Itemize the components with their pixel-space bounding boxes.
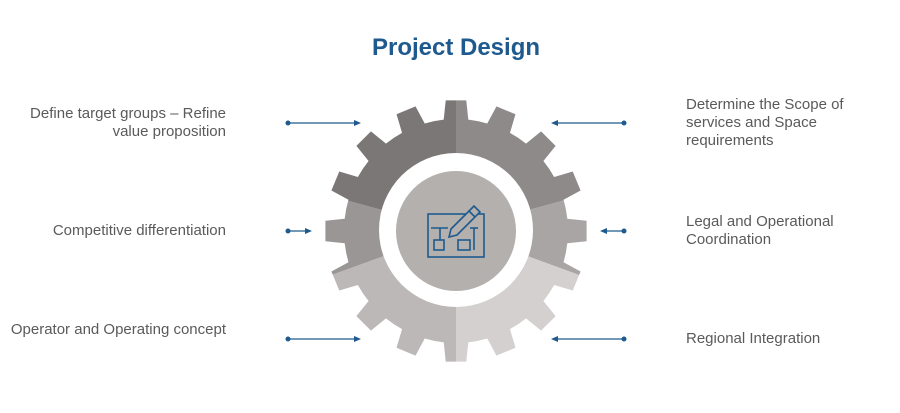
connector-left-2 <box>285 228 312 234</box>
left-item-1: Define target groups – Refine value prop… <box>30 105 226 140</box>
connector-right-2 <box>600 228 627 234</box>
connectors <box>285 120 627 342</box>
left-item-2: Competitive differentiation <box>52 222 226 239</box>
blueprint-pencil-icon <box>427 204 485 258</box>
connector-right-3 <box>551 336 627 342</box>
connector-right-1 <box>551 120 627 126</box>
right-item-3: Regional Integration <box>686 330 821 347</box>
connector-left-3 <box>285 336 361 342</box>
right-item-1: Determine the Scope of services and Spac… <box>686 96 844 149</box>
connector-left-1 <box>285 120 361 126</box>
right-item-2: Legal and Operational Coordination <box>686 213 834 248</box>
left-item-3: Operator and Operating concept <box>10 321 226 338</box>
diagram-title: Project Design <box>371 34 541 61</box>
